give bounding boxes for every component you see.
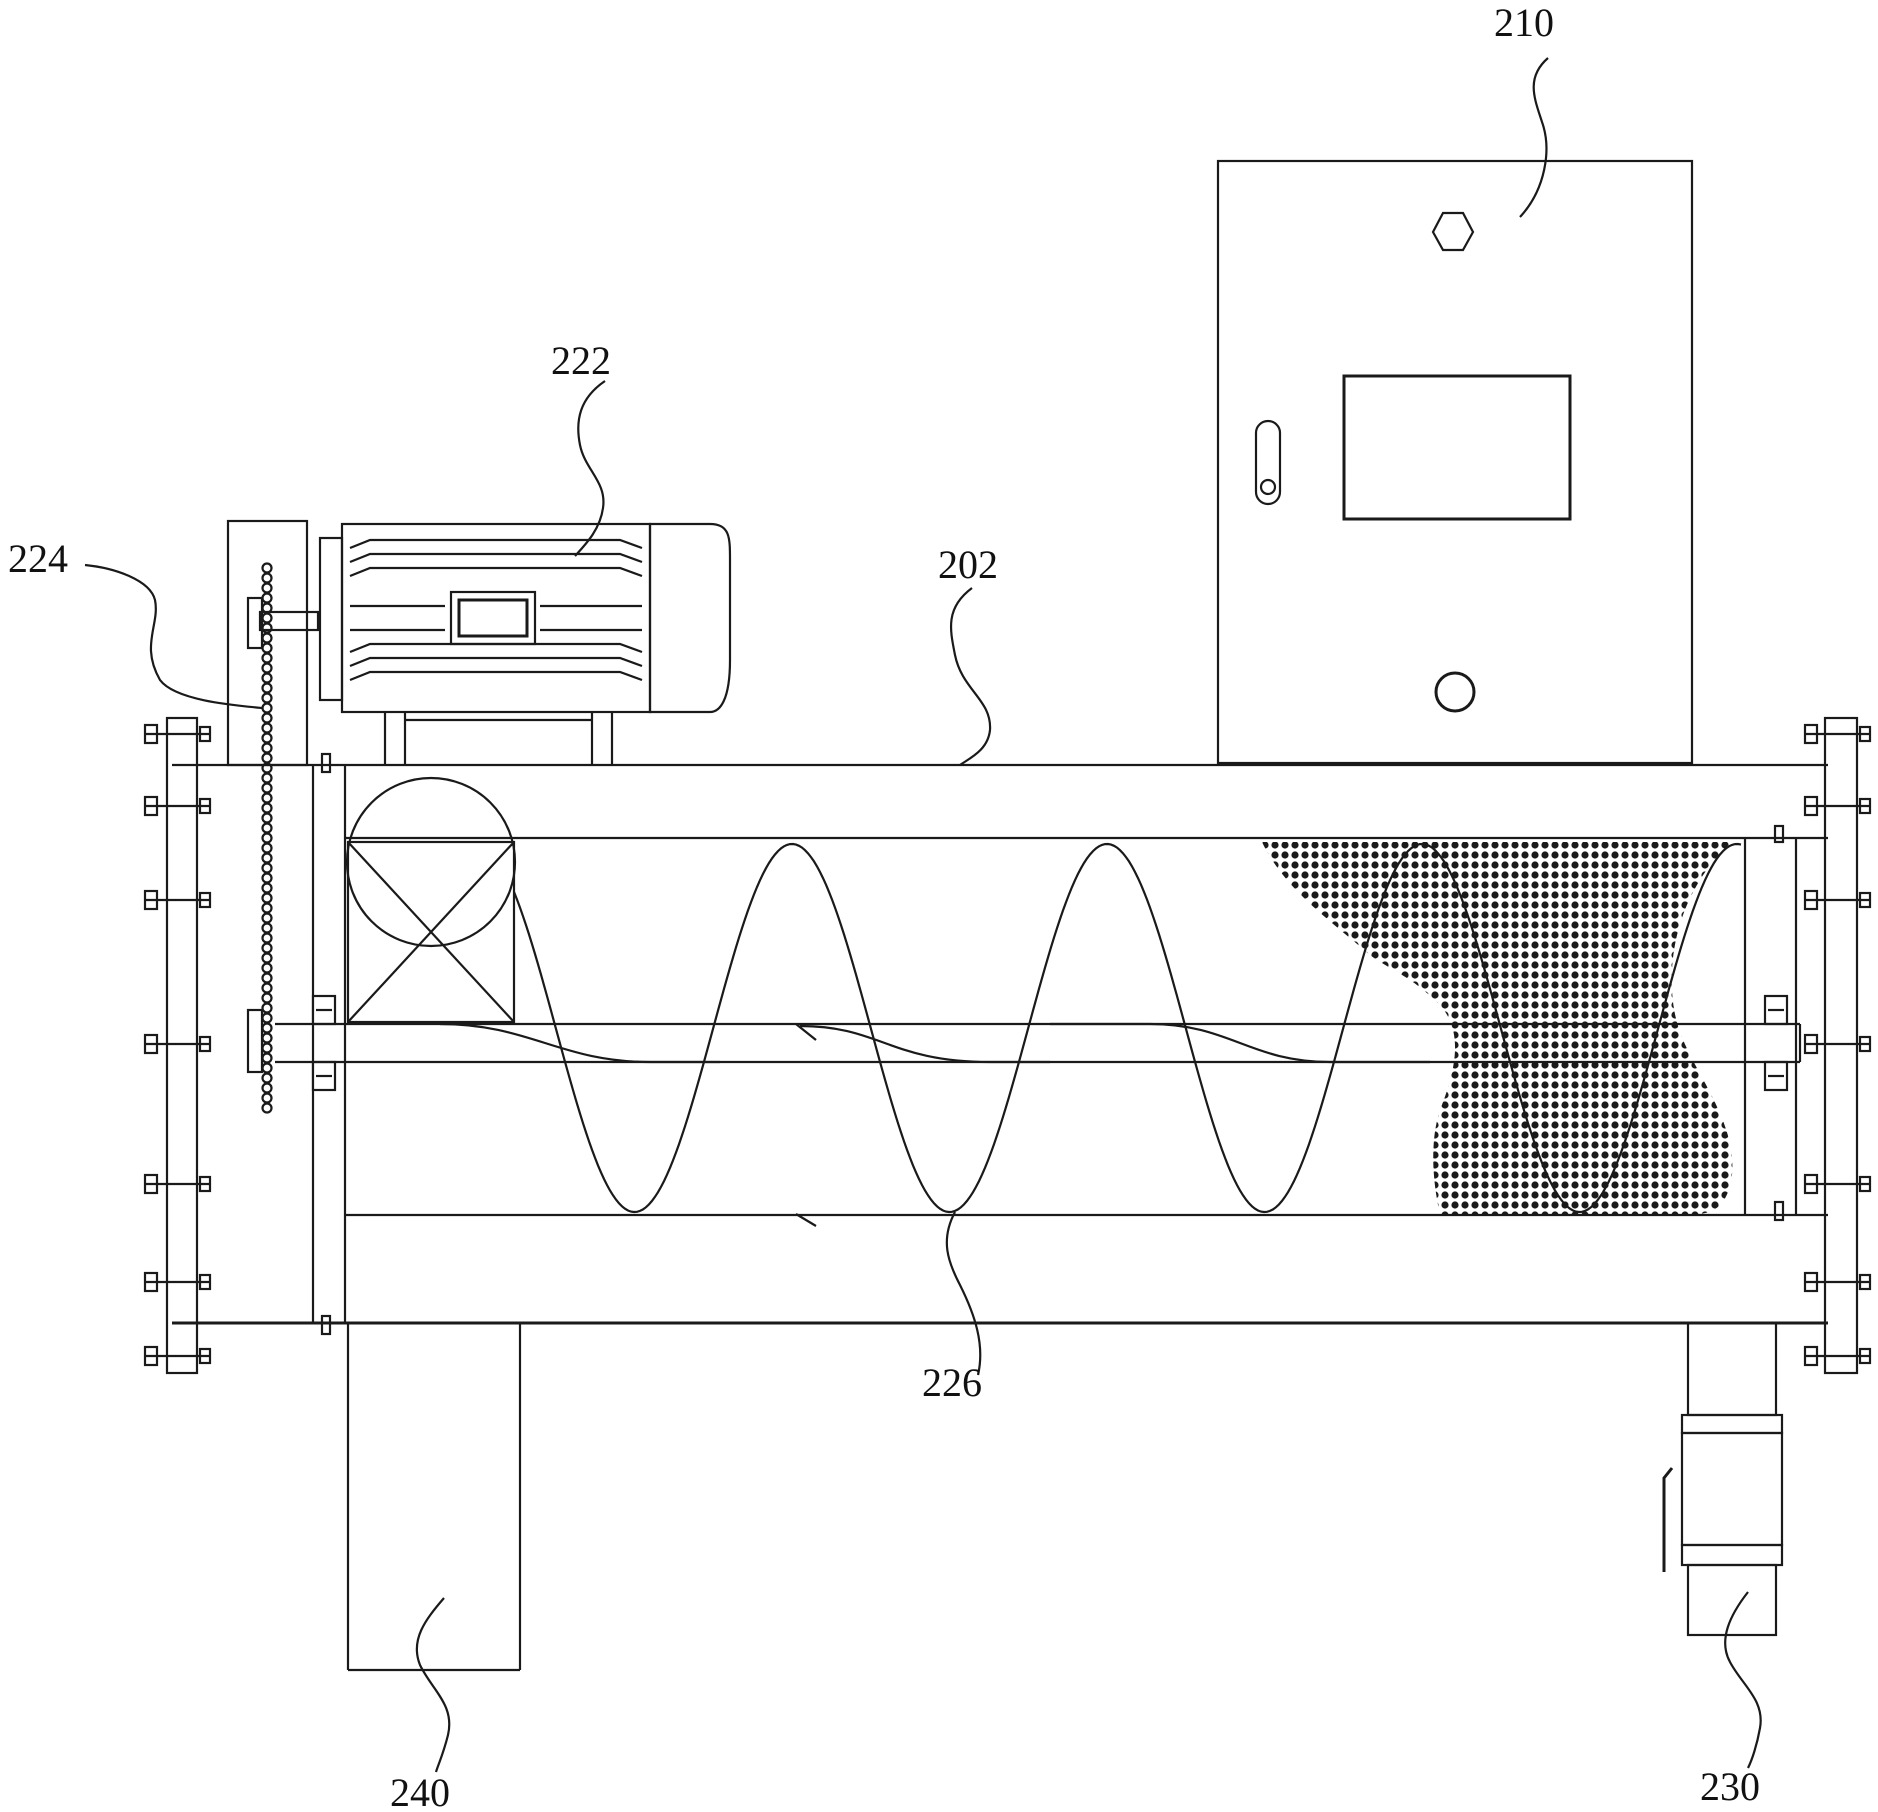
label-240: 240 bbox=[390, 1770, 450, 1812]
chain-link bbox=[261, 952, 273, 964]
chain-link bbox=[261, 1082, 273, 1094]
chain-link bbox=[261, 732, 273, 744]
control-cabinet bbox=[1216, 159, 1694, 765]
chain-link bbox=[261, 842, 273, 854]
chain-link bbox=[261, 1022, 273, 1034]
chain-link bbox=[261, 812, 273, 824]
inlet-box bbox=[345, 776, 517, 1024]
right-flange bbox=[1803, 716, 1872, 1375]
chain-link bbox=[261, 632, 273, 644]
chain bbox=[261, 562, 273, 1114]
valve-handle bbox=[1662, 1467, 1674, 1572]
chain-link bbox=[261, 1062, 273, 1074]
chain-drive bbox=[226, 519, 320, 1114]
chain-link bbox=[261, 1032, 273, 1044]
chain-link bbox=[261, 702, 273, 714]
chain-link bbox=[261, 942, 273, 954]
bearing-right bbox=[1763, 994, 1789, 1092]
chain-link bbox=[261, 1042, 273, 1054]
label-224: 224 bbox=[8, 536, 68, 581]
chain-link bbox=[261, 1092, 273, 1104]
chain-link bbox=[261, 822, 273, 834]
chain-guard bbox=[226, 519, 309, 767]
chain-link bbox=[261, 912, 273, 924]
chain-link bbox=[261, 752, 273, 764]
leader-lines bbox=[84, 57, 1762, 1773]
chain-link bbox=[261, 682, 273, 694]
chain-link bbox=[261, 902, 273, 914]
chain-link bbox=[261, 872, 273, 884]
chain-link bbox=[261, 612, 273, 624]
chain-link bbox=[261, 1102, 273, 1114]
chain-link bbox=[261, 882, 273, 894]
flange-bolts-left bbox=[143, 723, 212, 1367]
chain-link bbox=[261, 652, 273, 664]
chain-link bbox=[261, 982, 273, 994]
label-230: 230 bbox=[1700, 1764, 1760, 1809]
chain-link bbox=[261, 662, 273, 674]
chain-link bbox=[261, 792, 273, 804]
bearing-left bbox=[311, 994, 337, 1092]
chain-link bbox=[261, 1072, 273, 1084]
chain-link bbox=[261, 672, 273, 684]
label-222: 222 bbox=[551, 338, 611, 383]
flange-bolts-right bbox=[1803, 723, 1872, 1367]
indicator-light-icon bbox=[1431, 211, 1475, 252]
outlet-valve bbox=[1662, 1321, 1784, 1637]
chain-link bbox=[261, 832, 273, 844]
mesh-screen bbox=[1262, 842, 1733, 1214]
chain-link bbox=[261, 862, 273, 874]
motor bbox=[318, 522, 732, 765]
chain-link bbox=[261, 642, 273, 654]
chain-link bbox=[261, 892, 273, 904]
label-226: 226 bbox=[922, 1360, 982, 1405]
screw-flight bbox=[439, 842, 1742, 1227]
chain-link bbox=[261, 962, 273, 974]
chain-link bbox=[261, 992, 273, 1004]
chain-link bbox=[261, 802, 273, 814]
chain-link bbox=[261, 562, 273, 574]
chain-link bbox=[261, 742, 273, 754]
chain-link bbox=[261, 932, 273, 944]
chain-link bbox=[261, 592, 273, 604]
chain-link bbox=[261, 722, 273, 734]
cooling-fins bbox=[349, 538, 643, 682]
chain-link bbox=[261, 712, 273, 724]
inlet-pipe bbox=[346, 1323, 522, 1672]
label-202: 202 bbox=[938, 542, 998, 587]
chain-link bbox=[261, 1012, 273, 1024]
housing bbox=[172, 752, 1828, 1336]
chain-link bbox=[261, 972, 273, 984]
display-panel bbox=[1342, 374, 1572, 521]
chain-link bbox=[261, 782, 273, 794]
left-flange bbox=[143, 716, 212, 1375]
chain-link bbox=[261, 1052, 273, 1064]
chain-link bbox=[261, 1002, 273, 1014]
knob-icon bbox=[1434, 671, 1476, 713]
terminal-box bbox=[449, 590, 537, 646]
chain-link bbox=[261, 852, 273, 864]
chain-link bbox=[261, 692, 273, 704]
chain-link bbox=[261, 772, 273, 784]
chain-link bbox=[261, 622, 273, 634]
chain-link bbox=[261, 922, 273, 934]
label-210: 210 bbox=[1494, 0, 1554, 45]
door-handle bbox=[1254, 419, 1282, 506]
chain-link bbox=[261, 582, 273, 594]
chain-link bbox=[261, 572, 273, 584]
